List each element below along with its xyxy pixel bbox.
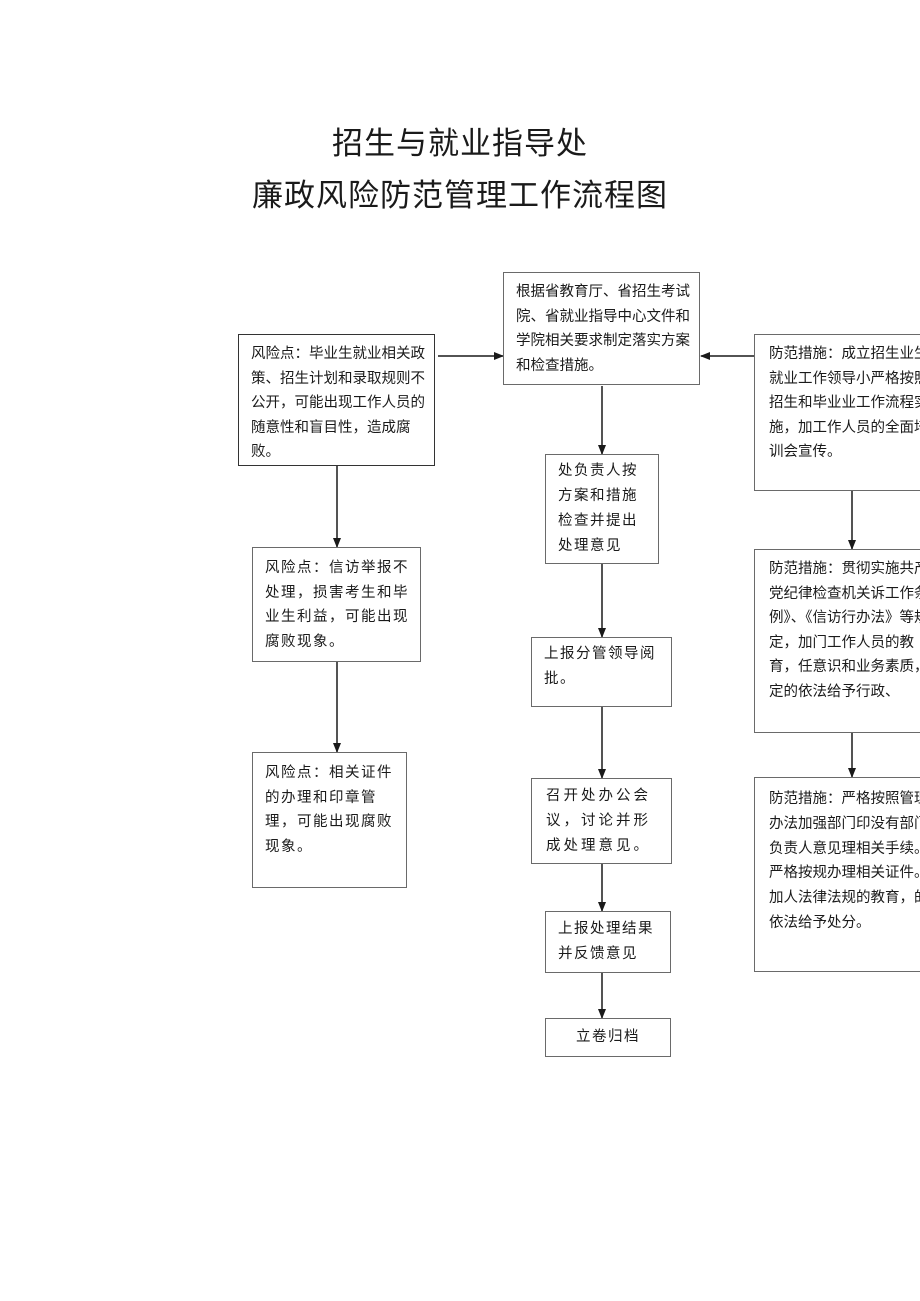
measure-box-seal-management: 防范措施：严格按照管理办法加强部门印没有部门负责人意见理相关手续。严格按规办理相… — [754, 777, 920, 972]
top-flow-box: 根据省教育厅、省招生考试院、省就业指导中心文件和学院相关要求制定落实方案和检查措… — [503, 272, 700, 385]
step-box-archive: 立卷归档 — [545, 1018, 671, 1057]
diagram-title-line1: 招生与就业指导处 — [332, 126, 588, 162]
risk-box-certificates: 风险点：相关证件的办理和印章管理，可能出现腐败现象。 — [252, 752, 407, 888]
risk-box-policy: 风险点：毕业生就业相关政策、招生计划和录取规则不公开，可能出现工作人员的随意性和… — [238, 334, 435, 466]
risk-box-petition: 风险点：信访举报不处理，损害考生和毕业生利益，可能出现腐败现象。 — [252, 547, 421, 662]
diagram-title-line2: 廉政风险防范管理工作流程图 — [252, 178, 668, 214]
step-box-review: 处负责人按方案和措施检查并提出处理意见 — [545, 454, 659, 564]
measure-box-petition-rules: 防范措施：贯彻实施共产党纪律检查机关诉工作条例》、《信访行办法》等规定，加门工作… — [754, 549, 920, 733]
step-box-report-leader: 上报分管领导阅批。 — [531, 637, 672, 707]
step-box-report-result: 上报处理结果并反馈意见 — [545, 911, 671, 973]
step-box-office-meeting: 召开处办公会议，讨论并形成处理意见。 — [531, 778, 672, 864]
measure-box-leadership: 防范措施：成立招生业生就业工作领导小严格按照招生和毕业业工作流程实施，加工作人员… — [754, 334, 920, 491]
